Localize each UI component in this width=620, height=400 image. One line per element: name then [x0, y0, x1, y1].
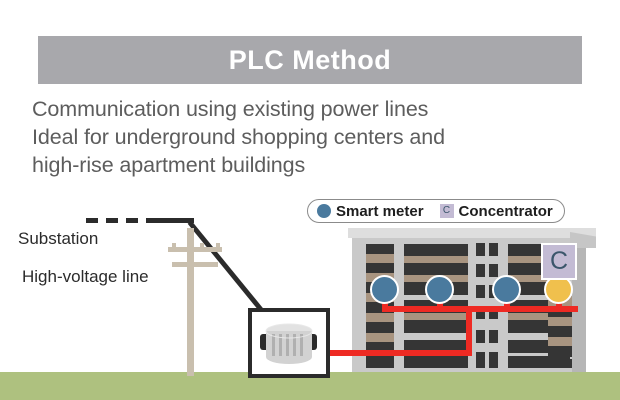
transformer-icon	[260, 323, 317, 364]
plc-line-distribution-bus	[382, 306, 578, 312]
smart-meter-dot-icon	[317, 204, 331, 218]
pole-insulator-2	[200, 243, 204, 248]
legend-label-smart-meter: Smart meter	[336, 202, 424, 220]
building-roof	[348, 228, 596, 238]
page-title: PLC Method	[228, 44, 392, 75]
header-bar: PLC Method	[38, 36, 582, 84]
concentrator-badge-icon: C	[439, 204, 454, 218]
smart-meter-node-1	[370, 275, 399, 304]
label-substation: Substation	[18, 229, 99, 248]
description-line-3: high-rise apartment buildings	[32, 153, 306, 177]
concentrator-badge-letter: C	[549, 247, 569, 275]
high-voltage-solid-line	[150, 218, 194, 223]
high-voltage-dashed-line	[86, 218, 192, 223]
smart-meter-node-2	[425, 275, 454, 304]
concentrator-label-badge: C	[541, 243, 577, 280]
utility-pole-crossarm-upper	[168, 247, 222, 252]
smart-meter-node-3	[492, 275, 521, 304]
legend: Smart meter C Concentrator	[307, 199, 565, 223]
legend-item-smart-meter: Smart meter	[317, 203, 424, 220]
description-text: Communication using existing power lines…	[32, 95, 592, 179]
legend-item-concentrator: C Concentrator	[439, 202, 553, 220]
utility-pole-mast	[187, 228, 194, 376]
description-line-1: Communication using existing power lines	[32, 97, 429, 121]
description-line-2: Ideal for underground shopping centers a…	[32, 125, 445, 149]
plc-line-trunk-horizontal	[316, 350, 472, 356]
utility-pole-crossarm-lower	[172, 262, 218, 267]
label-high-voltage-line: High-voltage line	[22, 267, 149, 286]
plc-line-riser	[466, 306, 472, 354]
pole-insulator-3	[216, 243, 220, 248]
pole-insulator-1	[172, 243, 176, 248]
legend-label-concentrator: Concentrator	[458, 202, 553, 220]
